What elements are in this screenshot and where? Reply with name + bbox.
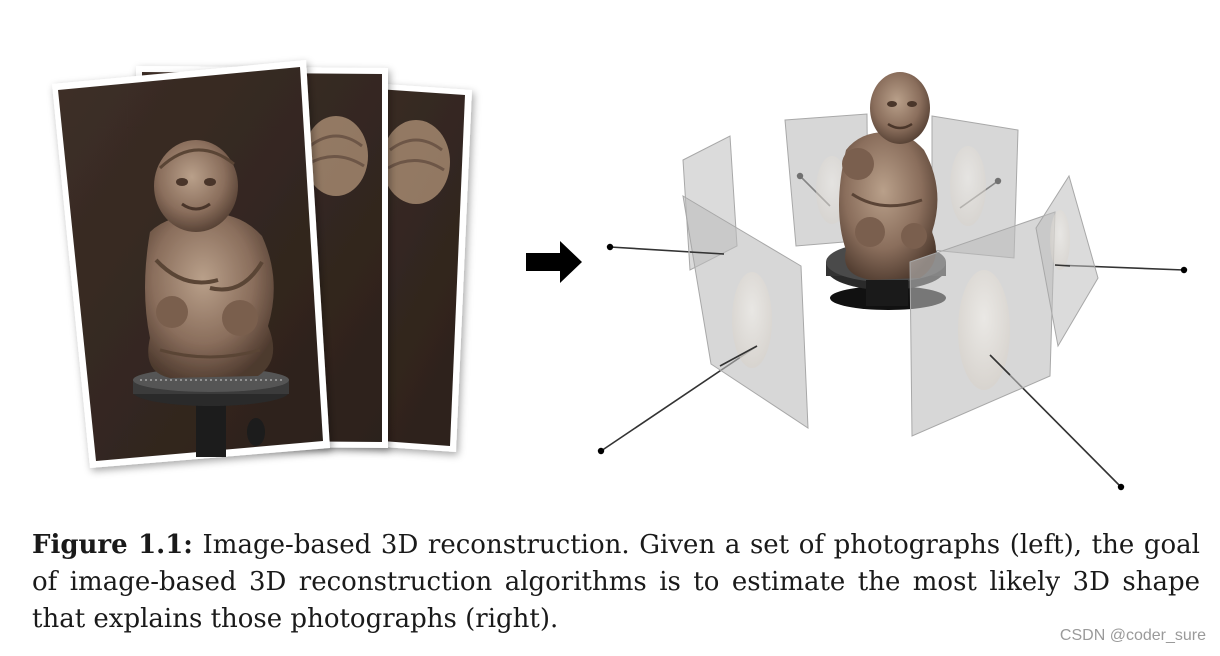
photograph-stack [52, 60, 472, 468]
figure-illustration [52, 60, 1188, 491]
camera-plane-left [682, 195, 809, 429]
caption-text: Image-based 3D reconstruction. Given a s… [32, 530, 1200, 634]
camera-plane-back-right [931, 115, 1019, 259]
watermark: CSDN @coder_sure [1059, 627, 1206, 644]
camera-plane-far-right [1035, 174, 1099, 348]
statue-photo [133, 140, 289, 457]
figure-label: Figure 1.1: [32, 530, 193, 560]
arrow-right-icon [526, 241, 582, 283]
camera-plane-right [909, 211, 1056, 437]
photograph-front [52, 60, 330, 468]
figure-caption: Figure 1.1: Image-based 3D reconstructio… [32, 527, 1200, 638]
reconstruction-scene [597, 72, 1188, 491]
